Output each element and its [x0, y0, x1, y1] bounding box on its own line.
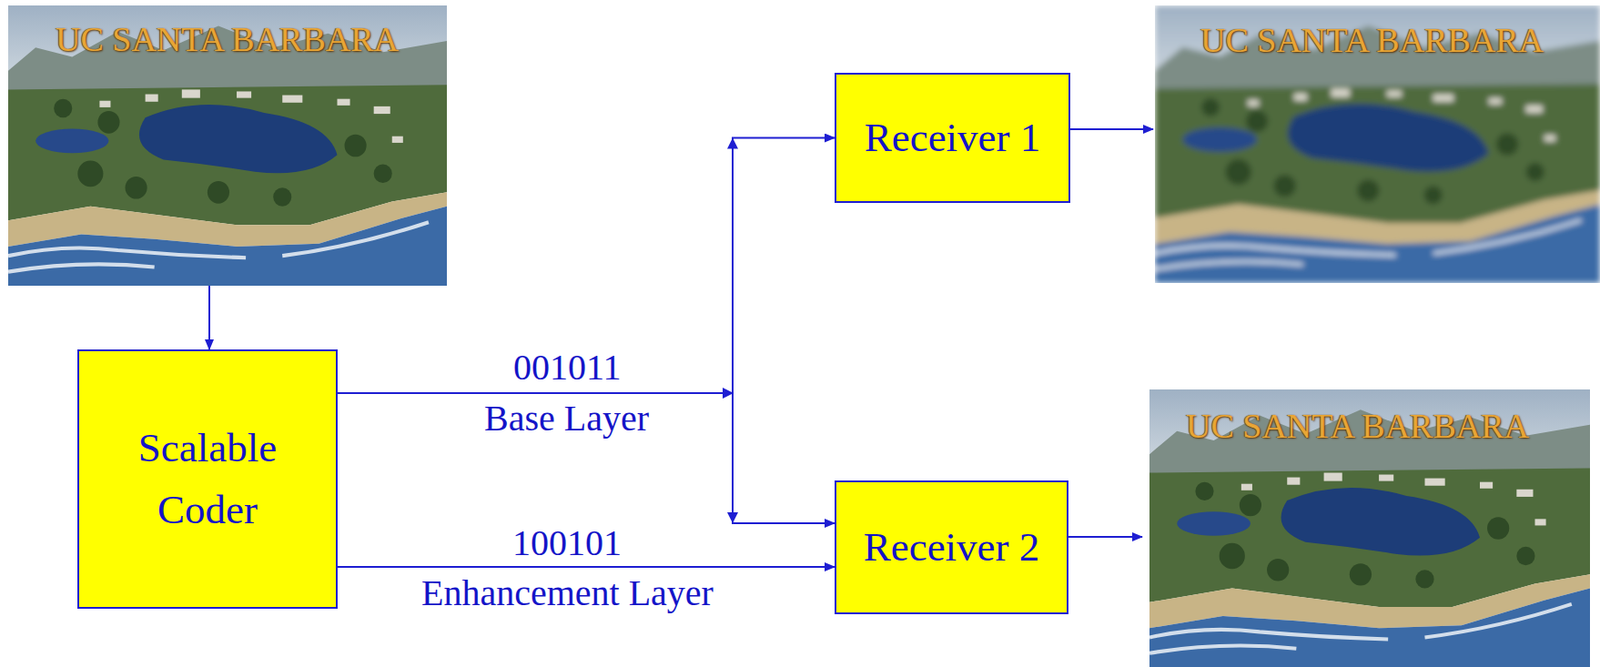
layer-label: Base Layer [480, 397, 653, 440]
coder-box: Scalable Coder [77, 349, 338, 609]
layer-connector [337, 138, 835, 395]
layer-connector [337, 566, 835, 568]
box-label: Scalable Coder [107, 417, 308, 541]
input-arrow [208, 285, 211, 350]
output-arrow [1068, 536, 1143, 538]
layer-label: Enhancement Layer [417, 572, 718, 615]
box-label: Receiver 1 [864, 107, 1042, 170]
bit-string: 001011 [513, 346, 622, 389]
photo-title: UC SANTA BARBARA [1185, 406, 1530, 447]
layer-connector [337, 393, 835, 524]
receiver-box: Receiver 2 [834, 480, 1069, 615]
junction-arrowhead [722, 387, 734, 399]
photo-title: UC SANTA BARBARA [1200, 20, 1544, 61]
photo-title: UC SANTA BARBARA [55, 20, 399, 61]
junction-arrowhead [727, 512, 739, 524]
receiver-box: Receiver 1 [834, 72, 1071, 203]
box-label: Receiver 2 [863, 516, 1041, 579]
junction-arrowhead [727, 138, 739, 150]
bit-string: 100101 [512, 522, 622, 565]
output-arrow [1070, 128, 1154, 131]
